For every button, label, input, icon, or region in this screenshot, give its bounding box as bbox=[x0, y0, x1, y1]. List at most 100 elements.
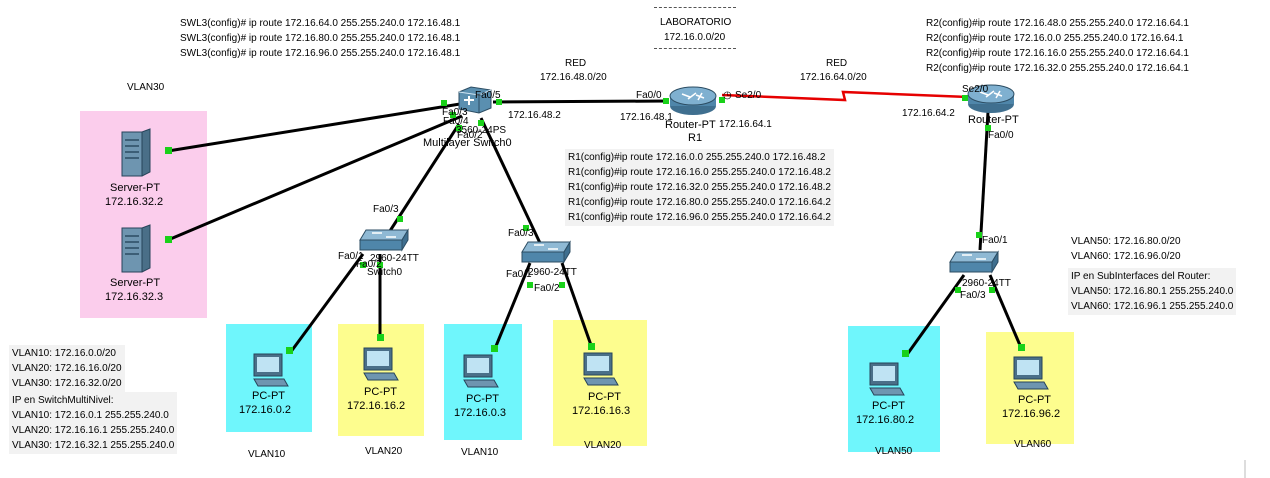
lab-network: 172.16.0.0/20 bbox=[664, 32, 726, 43]
multilayer-switch-icon[interactable] bbox=[457, 86, 493, 114]
left-ip-info: IP en SwitchMultiNivel: VLAN10: 172.16.0… bbox=[9, 392, 178, 454]
switch1-label-model: 2960-24TT bbox=[528, 267, 577, 278]
port-label: Fa0/3 bbox=[442, 107, 468, 118]
info-line: VLAN50: 172.16.80.0/20 bbox=[1071, 236, 1181, 247]
ip-label: 172.16.48.1 bbox=[620, 112, 673, 123]
switch2-icon[interactable] bbox=[948, 250, 1000, 276]
pc4-label-name: PC-PT bbox=[588, 391, 621, 403]
red2-label: RED bbox=[826, 58, 848, 69]
config-line: SWL3(config)# ip route 172.16.64.0 255.2… bbox=[180, 18, 461, 29]
port-label: Fa0/5 bbox=[475, 90, 501, 101]
server2-label-name: Server-PT bbox=[110, 277, 161, 289]
port-label: Fa0/2 bbox=[356, 259, 382, 270]
ip-label: 172.16.64.2 bbox=[902, 108, 955, 119]
link-status-dots bbox=[165, 95, 1025, 357]
port-label: Se2/0 bbox=[735, 90, 762, 101]
switch0-label-name: Switch0 bbox=[367, 267, 403, 278]
pc2-icon[interactable] bbox=[360, 347, 400, 383]
port-label: Fa0/2 bbox=[534, 283, 560, 294]
vlan-tag: VLAN20 bbox=[365, 446, 403, 457]
server2-label-ip: 172.16.32.3 bbox=[105, 291, 164, 303]
lab-rule-bottom bbox=[654, 48, 736, 49]
port-label: Fa0/0 bbox=[988, 130, 1014, 141]
config-line: R1(config)#ip route 172.16.80.0 255.255.… bbox=[568, 197, 831, 208]
r2-label-model: Router-PT bbox=[968, 114, 1019, 126]
red1-ip: 172.16.48.0/20 bbox=[540, 72, 607, 83]
link-switch1-pc4[interactable] bbox=[560, 262, 594, 349]
config-line: R2(config)#ip route 172.16.16.0 255.255.… bbox=[926, 48, 1189, 59]
router-r2-icon[interactable] bbox=[966, 84, 1016, 114]
pc3-label-ip: 172.16.0.3 bbox=[454, 407, 506, 419]
pc4-icon[interactable] bbox=[580, 352, 620, 388]
r1-config-note: R1(config)#ip route 172.16.0.0 255.255.2… bbox=[565, 149, 834, 226]
red1-label: RED bbox=[565, 58, 587, 69]
config-line: R1(config)#ip route 172.16.32.0 255.255.… bbox=[568, 182, 831, 193]
switch0-icon[interactable] bbox=[358, 228, 410, 254]
link-mls-server1[interactable] bbox=[167, 102, 461, 153]
swl3-config-note: SWL3(config)# ip route 172.16.64.0 255.2… bbox=[177, 15, 463, 62]
link-switch2-pc6[interactable] bbox=[988, 274, 1024, 351]
vlan-tag: VLAN10 bbox=[248, 449, 286, 460]
server1-label-ip: 172.16.32.2 bbox=[105, 196, 164, 208]
router-r1-icon[interactable] bbox=[668, 86, 718, 116]
config-line: R1(config)#ip route 172.16.96.0 255.255.… bbox=[568, 212, 831, 223]
mls-label-model: 3560-24PS bbox=[456, 125, 507, 136]
server1-label-name: Server-PT bbox=[110, 182, 161, 194]
link-r2-switch2[interactable] bbox=[978, 111, 990, 251]
pc6-icon[interactable] bbox=[1010, 356, 1050, 392]
info-line: VLAN50: 172.16.80.1 255.255.240.0 bbox=[1071, 286, 1234, 297]
link-mls-switch0[interactable] bbox=[386, 123, 461, 235]
config-line: SWL3(config)# ip route 172.16.96.0 255.2… bbox=[180, 48, 461, 59]
ip-label: 172.16.64.1 bbox=[719, 119, 772, 130]
vlan-tag: VLAN20 bbox=[584, 440, 622, 451]
pc5-label-name: PC-PT bbox=[872, 400, 905, 412]
port-label: Fa0/3 bbox=[508, 228, 534, 239]
red2-ip: 172.16.64.0/20 bbox=[800, 72, 867, 83]
config-line: R2(config)#ip route 172.16.48.0 255.255.… bbox=[926, 18, 1189, 29]
right-vlan-info: VLAN50: 172.16.80.0/20 VLAN60: 172.16.96… bbox=[1068, 233, 1184, 265]
link-mls-server2[interactable] bbox=[167, 114, 463, 242]
link-switch2-pc5[interactable] bbox=[904, 274, 966, 357]
port-label: Fa0/2 bbox=[457, 130, 483, 141]
pc1-icon[interactable] bbox=[250, 353, 290, 389]
link-switch1-pc3[interactable] bbox=[492, 262, 532, 352]
info-line: VLAN60: 172.16.96.0/20 bbox=[1071, 251, 1181, 262]
info-line: VLAN20: 172.16.16.1 255.255.240.0 bbox=[12, 425, 175, 436]
info-line: VLAN20: 172.16.16.0/20 bbox=[12, 363, 122, 374]
pc2-label-name: PC-PT bbox=[364, 386, 397, 398]
link-r1-r2-serial[interactable] bbox=[721, 90, 969, 102]
r1-label-model: Router-PT bbox=[665, 119, 716, 131]
info-line: VLAN10: 172.16.0.0/20 bbox=[12, 348, 116, 359]
info-title: IP en SubInterfaces del Router: bbox=[1071, 271, 1211, 282]
server1-icon[interactable] bbox=[118, 128, 152, 178]
port-label: Fa0/3 bbox=[960, 290, 986, 301]
pc6-label-ip: 172.16.96.2 bbox=[1002, 408, 1061, 420]
pc1-label-ip: 172.16.0.2 bbox=[239, 404, 291, 416]
link-switch0-pc1[interactable] bbox=[288, 253, 365, 354]
vlan-tag: VLAN50 bbox=[875, 446, 913, 457]
pc3-icon[interactable] bbox=[460, 354, 500, 390]
info-line: VLAN30: 172.16.32.0/20 bbox=[12, 378, 122, 389]
switch0-label-model: 2960-24TT bbox=[370, 253, 419, 264]
port-label: Fa0/1 bbox=[982, 235, 1008, 246]
config-line: R2(config)#ip route 172.16.32.0 255.255.… bbox=[926, 63, 1189, 74]
pc2-label-ip: 172.16.16.2 bbox=[347, 400, 406, 412]
pc5-icon[interactable] bbox=[866, 362, 906, 398]
link-mls-r1[interactable] bbox=[492, 99, 669, 104]
switch2-label-model: 2960-24TT bbox=[962, 278, 1011, 289]
info-line: VLAN10: 172.16.0.1 255.255.240.0 bbox=[12, 410, 169, 421]
link-mls-switch1[interactable] bbox=[479, 117, 542, 244]
vlan-tag: VLAN60 bbox=[1014, 439, 1052, 450]
config-line: SWL3(config)# ip route 172.16.80.0 255.2… bbox=[180, 33, 461, 44]
port-label: Fa0/1 bbox=[506, 269, 532, 280]
server2-icon[interactable] bbox=[118, 224, 152, 274]
switch1-icon[interactable] bbox=[520, 240, 572, 266]
mls-label-name: Multilayer Switch0 bbox=[423, 137, 512, 149]
left-vlan-info: VLAN10: 172.16.0.0/20 VLAN20: 172.16.16.… bbox=[9, 345, 125, 392]
pc5-label-ip: 172.16.80.2 bbox=[856, 414, 915, 426]
port-label: Fa0/0 bbox=[636, 90, 662, 101]
config-line: R1(config)#ip route 172.16.16.0 255.255.… bbox=[568, 167, 831, 178]
pc4-label-ip: 172.16.16.3 bbox=[572, 405, 631, 417]
